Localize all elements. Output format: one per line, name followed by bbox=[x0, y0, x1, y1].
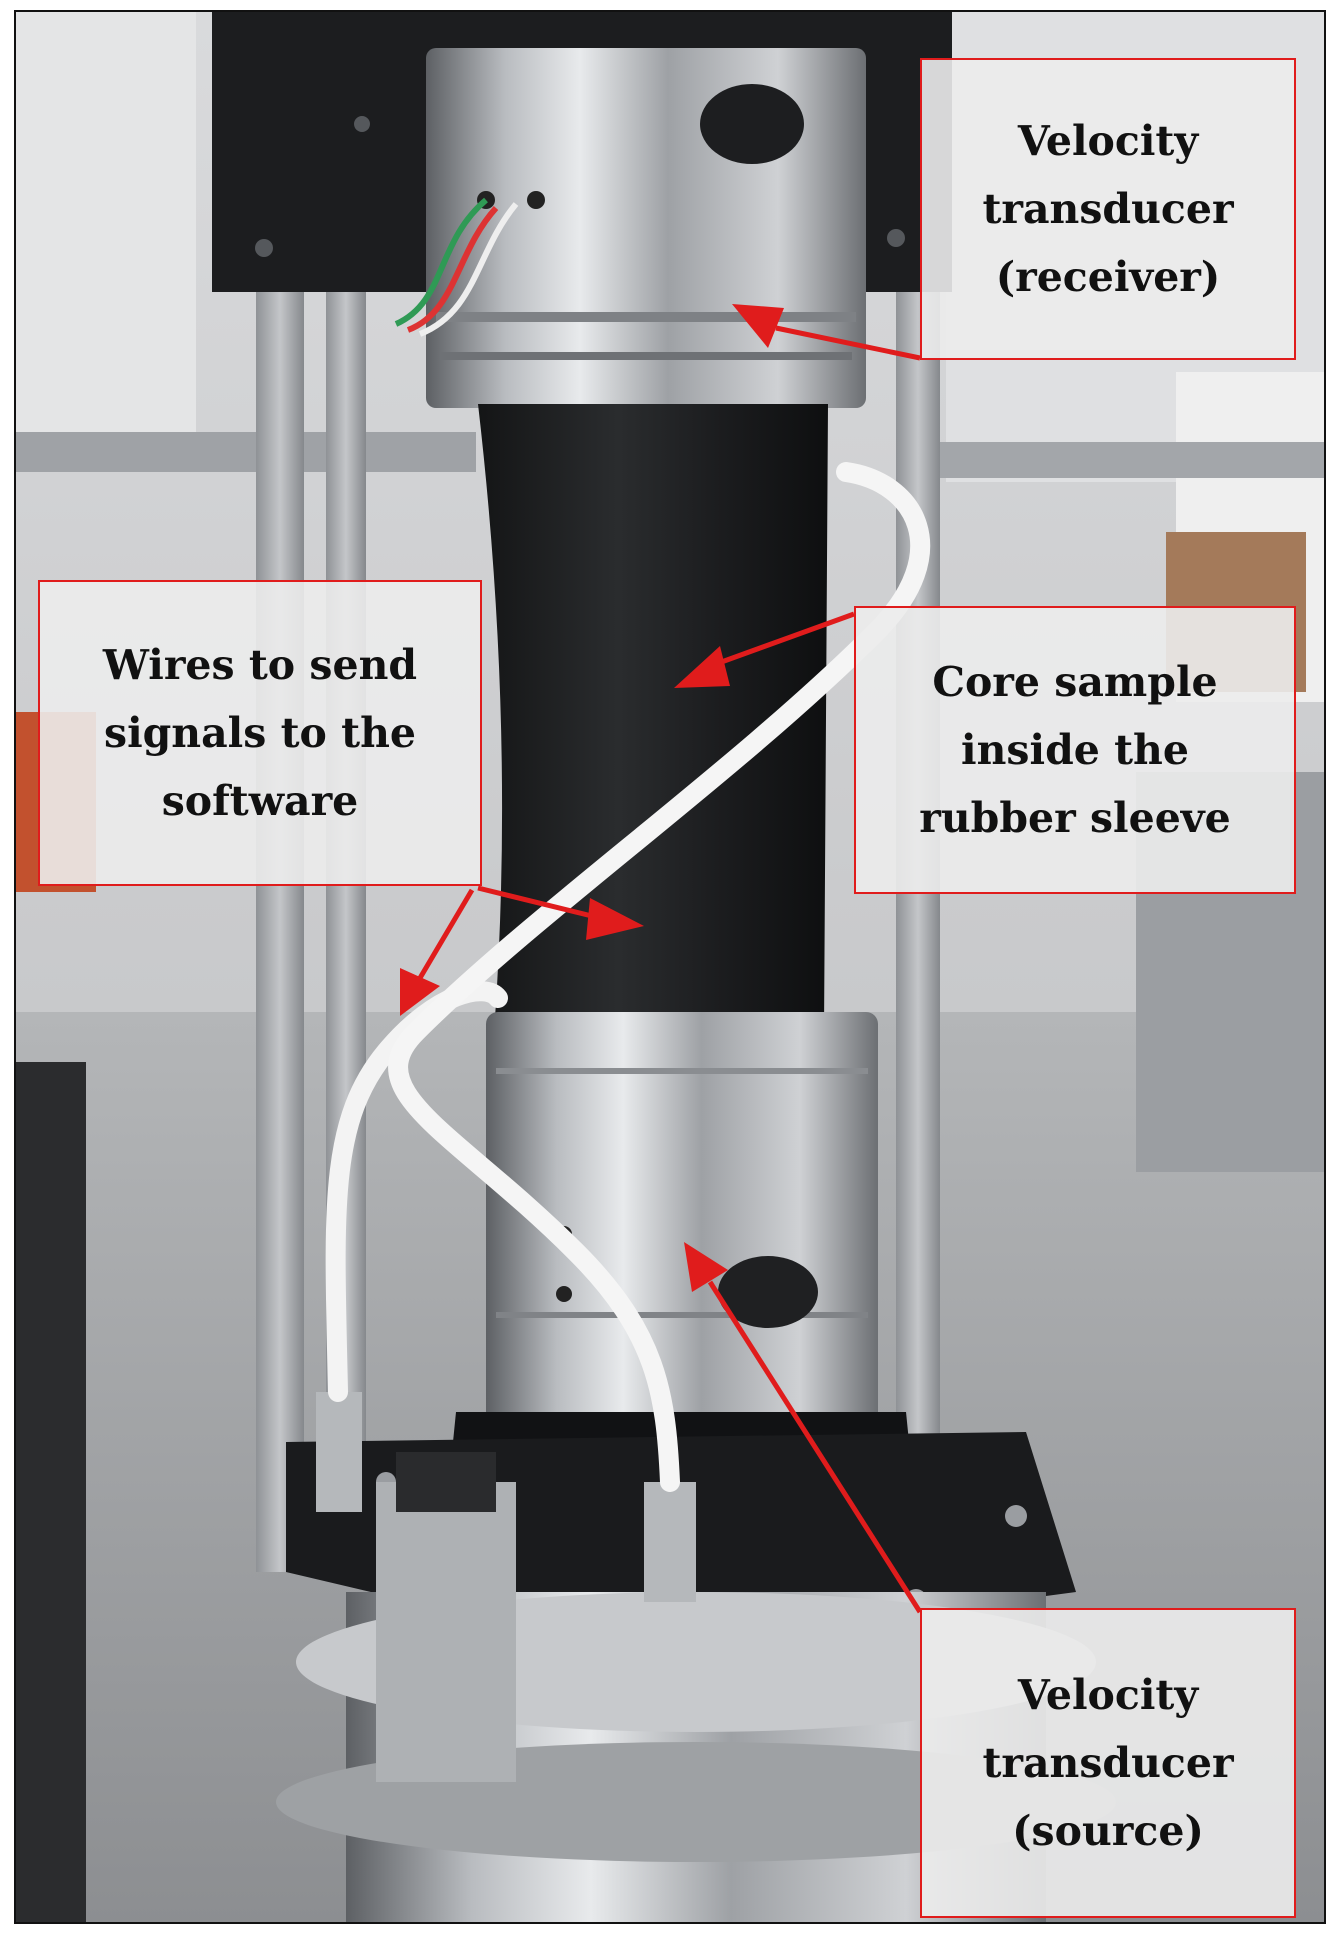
label-box-source: Velocity transducer (source) bbox=[920, 1608, 1296, 1918]
label-core: Core sample inside the rubber sleeve bbox=[919, 658, 1231, 842]
label-box-receiver: Velocity transducer (receiver) bbox=[920, 58, 1296, 360]
label-source: Velocity transducer (source) bbox=[982, 1671, 1234, 1855]
label-wires: Wires to send signals to the software bbox=[102, 641, 418, 825]
label-box-wires: Wires to send signals to the software bbox=[38, 580, 482, 886]
figure-frame: Velocity transducer (receiver) Core samp… bbox=[14, 10, 1326, 1924]
label-box-core: Core sample inside the rubber sleeve bbox=[854, 606, 1296, 894]
label-receiver: Velocity transducer (receiver) bbox=[982, 117, 1234, 301]
